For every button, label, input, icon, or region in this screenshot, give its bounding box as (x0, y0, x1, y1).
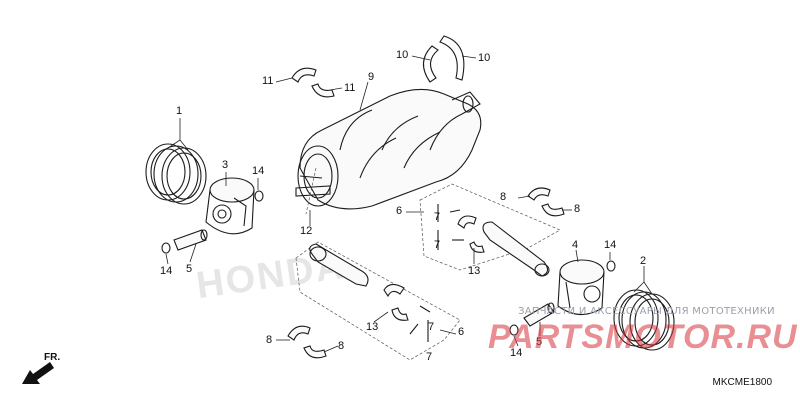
callout-8-d: 8 (338, 340, 345, 352)
piston-left (205, 177, 255, 235)
callout-8-c: 8 (266, 334, 273, 346)
callout-12: 12 (300, 225, 313, 237)
callout-5-right: 5 (536, 336, 543, 348)
connecting-rod-upper (419, 183, 561, 277)
drawing-code: MKCME1800 (712, 377, 772, 388)
piston-rings-left (145, 143, 207, 205)
watermark-tagline: ЗАПЧАСТИ И АКСЕССУАРЫ ДЛЯ МОТОТЕХНИКИ (518, 306, 775, 317)
callout-8-b: 8 (574, 203, 581, 215)
callout-5-left: 5 (186, 263, 193, 275)
piston-pin-right (523, 302, 555, 327)
thrust-washers (422, 35, 465, 83)
crankshaft (295, 88, 482, 215)
main-bearings (291, 67, 335, 98)
callout-7-c: 7 (428, 321, 435, 333)
circlip-upper-right (606, 260, 616, 272)
callout-7-b: 7 (434, 239, 441, 251)
callout-11-right: 11 (344, 82, 356, 94)
front-direction-label: FR. (44, 352, 61, 363)
rod-bearings-lower (287, 325, 327, 359)
callout-7-a: 7 (434, 211, 441, 223)
callout-11-left: 11 (262, 75, 274, 87)
circlip-lower-left (161, 242, 171, 254)
leader-lines (165, 55, 653, 353)
front-direction-arrow-icon (22, 362, 54, 384)
callout-6-upper: 6 (396, 205, 403, 217)
callout-4: 4 (572, 239, 579, 251)
callout-2: 2 (640, 255, 647, 267)
callout-13-upper: 13 (468, 265, 481, 277)
callout-7-d: 7 (426, 351, 433, 363)
piston-right (557, 259, 605, 316)
piston-pin-left (173, 229, 208, 251)
rod-bearings-upper (527, 187, 565, 217)
callout-14-c: 14 (604, 239, 617, 251)
callout-13-lower: 13 (366, 321, 379, 333)
callout-10-left: 10 (396, 49, 409, 61)
circlip-lower-right (509, 324, 519, 336)
callout-10-right: 10 (478, 52, 491, 64)
connecting-rod-lower (295, 241, 461, 361)
callout-9: 9 (368, 71, 375, 83)
callout-14-b: 14 (160, 265, 173, 277)
circlip-upper-left (254, 190, 264, 202)
callout-8-a: 8 (500, 191, 507, 203)
callout-1: 1 (176, 105, 183, 117)
callout-3: 3 (222, 159, 229, 171)
callout-6-lower: 6 (458, 326, 465, 338)
callout-14-a: 14 (252, 165, 265, 177)
watermark-brand: PARTSMOTOR.RU (488, 318, 798, 356)
callout-14-d: 14 (510, 347, 523, 359)
